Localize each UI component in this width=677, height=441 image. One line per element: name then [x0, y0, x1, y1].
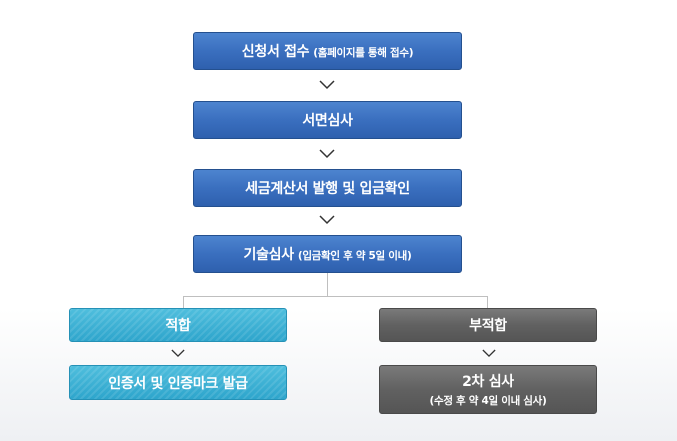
step-note: (홈페이지를 통해 접수): [313, 47, 414, 59]
chevron-down-icon: [319, 80, 335, 90]
chevron-down-icon: [171, 349, 185, 358]
branch-fail: 부적합: [379, 308, 597, 342]
step-label: 서면심사: [302, 113, 353, 129]
result-label: 2차 심사: [462, 374, 514, 390]
step-label: 신청서 접수(홈페이지를 통해 접수): [241, 44, 414, 60]
step-document-review: 서면심사: [193, 101, 462, 139]
branch-pass: 적합: [69, 308, 287, 342]
connector-left-drop: [183, 296, 184, 308]
connector-horizontal: [183, 296, 488, 297]
connector-right-drop: [487, 296, 488, 308]
step-invoice-payment: 세금계산서 발행 및 입금확인: [193, 169, 462, 207]
step-technical-review: 기술심사(입금확인 후 약 5일 이내): [193, 235, 462, 273]
result-certificate-issue: 인증서 및 인증마크 발급: [69, 365, 287, 400]
step-label: 세금계산서 발행 및 입금확인: [245, 181, 410, 197]
step-note: (입금확인 후 약 5일 이내): [297, 250, 412, 262]
step-application: 신청서 접수(홈페이지를 통해 접수): [193, 32, 462, 70]
result-note: (수정 후 약 4일 이내 심사): [429, 395, 547, 407]
chevron-down-icon: [482, 349, 496, 358]
connector-vertical: [327, 273, 328, 297]
branch-label: 적합: [165, 318, 191, 334]
chevron-down-icon: [319, 149, 335, 159]
branch-label: 부적합: [469, 318, 507, 334]
result-label: 인증서 및 인증마크 발급: [108, 375, 248, 392]
result-second-review: 2차 심사 (수정 후 약 4일 이내 심사): [379, 365, 597, 414]
step-label: 기술심사(입금확인 후 약 5일 이내): [243, 247, 412, 263]
chevron-down-icon: [319, 215, 335, 225]
